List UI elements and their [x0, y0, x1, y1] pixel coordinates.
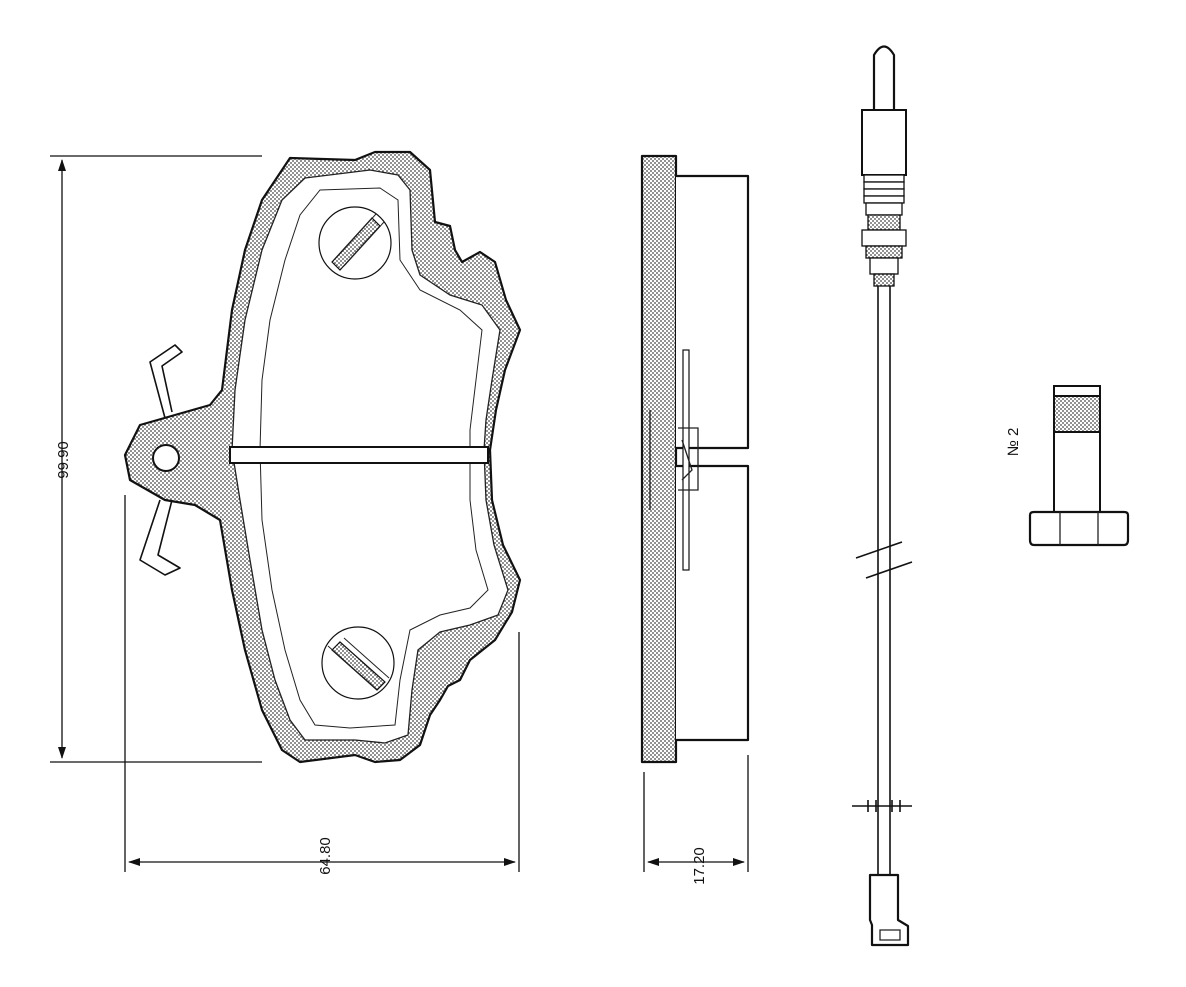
spring-clip	[139, 344, 183, 576]
side-backing-plate	[640, 154, 678, 764]
width-dimension-label: 64.80	[317, 837, 334, 875]
height-dimension-label: 99.90	[55, 441, 72, 479]
lower-screw	[321, 626, 395, 700]
accessory-label: № 2	[1005, 428, 1022, 457]
upper-screw	[318, 206, 392, 280]
thickness-dimension: 17.20	[643, 755, 749, 885]
wear-sensor	[852, 45, 913, 947]
accessory-bolt: № 2	[1005, 385, 1130, 547]
bolt-knurl	[1053, 395, 1101, 433]
bolt-shank	[1053, 431, 1101, 513]
wire-crimp	[852, 800, 912, 812]
bolt-head	[1028, 510, 1130, 547]
sensor-head	[861, 109, 907, 176]
side-friction-upper	[676, 174, 750, 450]
side-friction-lower	[676, 464, 750, 742]
side-clip-spring	[649, 410, 699, 510]
sensor-ribs	[861, 174, 907, 287]
bolt-collar-top	[1053, 385, 1101, 397]
friction-contour	[259, 187, 489, 729]
thickness-dimension-label: 17.20	[691, 847, 708, 885]
pad-front-view	[123, 150, 522, 764]
sensor-connector	[868, 873, 910, 947]
width-dimension: 64.80	[124, 495, 520, 875]
mounting-eye	[152, 444, 180, 472]
pad-side-view	[640, 154, 750, 764]
wire-break-marks	[855, 541, 913, 579]
sensor-tip	[872, 45, 896, 110]
sensor-wire	[877, 286, 891, 875]
height-dimension: 99.90	[50, 155, 262, 763]
wear-slot	[229, 446, 489, 464]
